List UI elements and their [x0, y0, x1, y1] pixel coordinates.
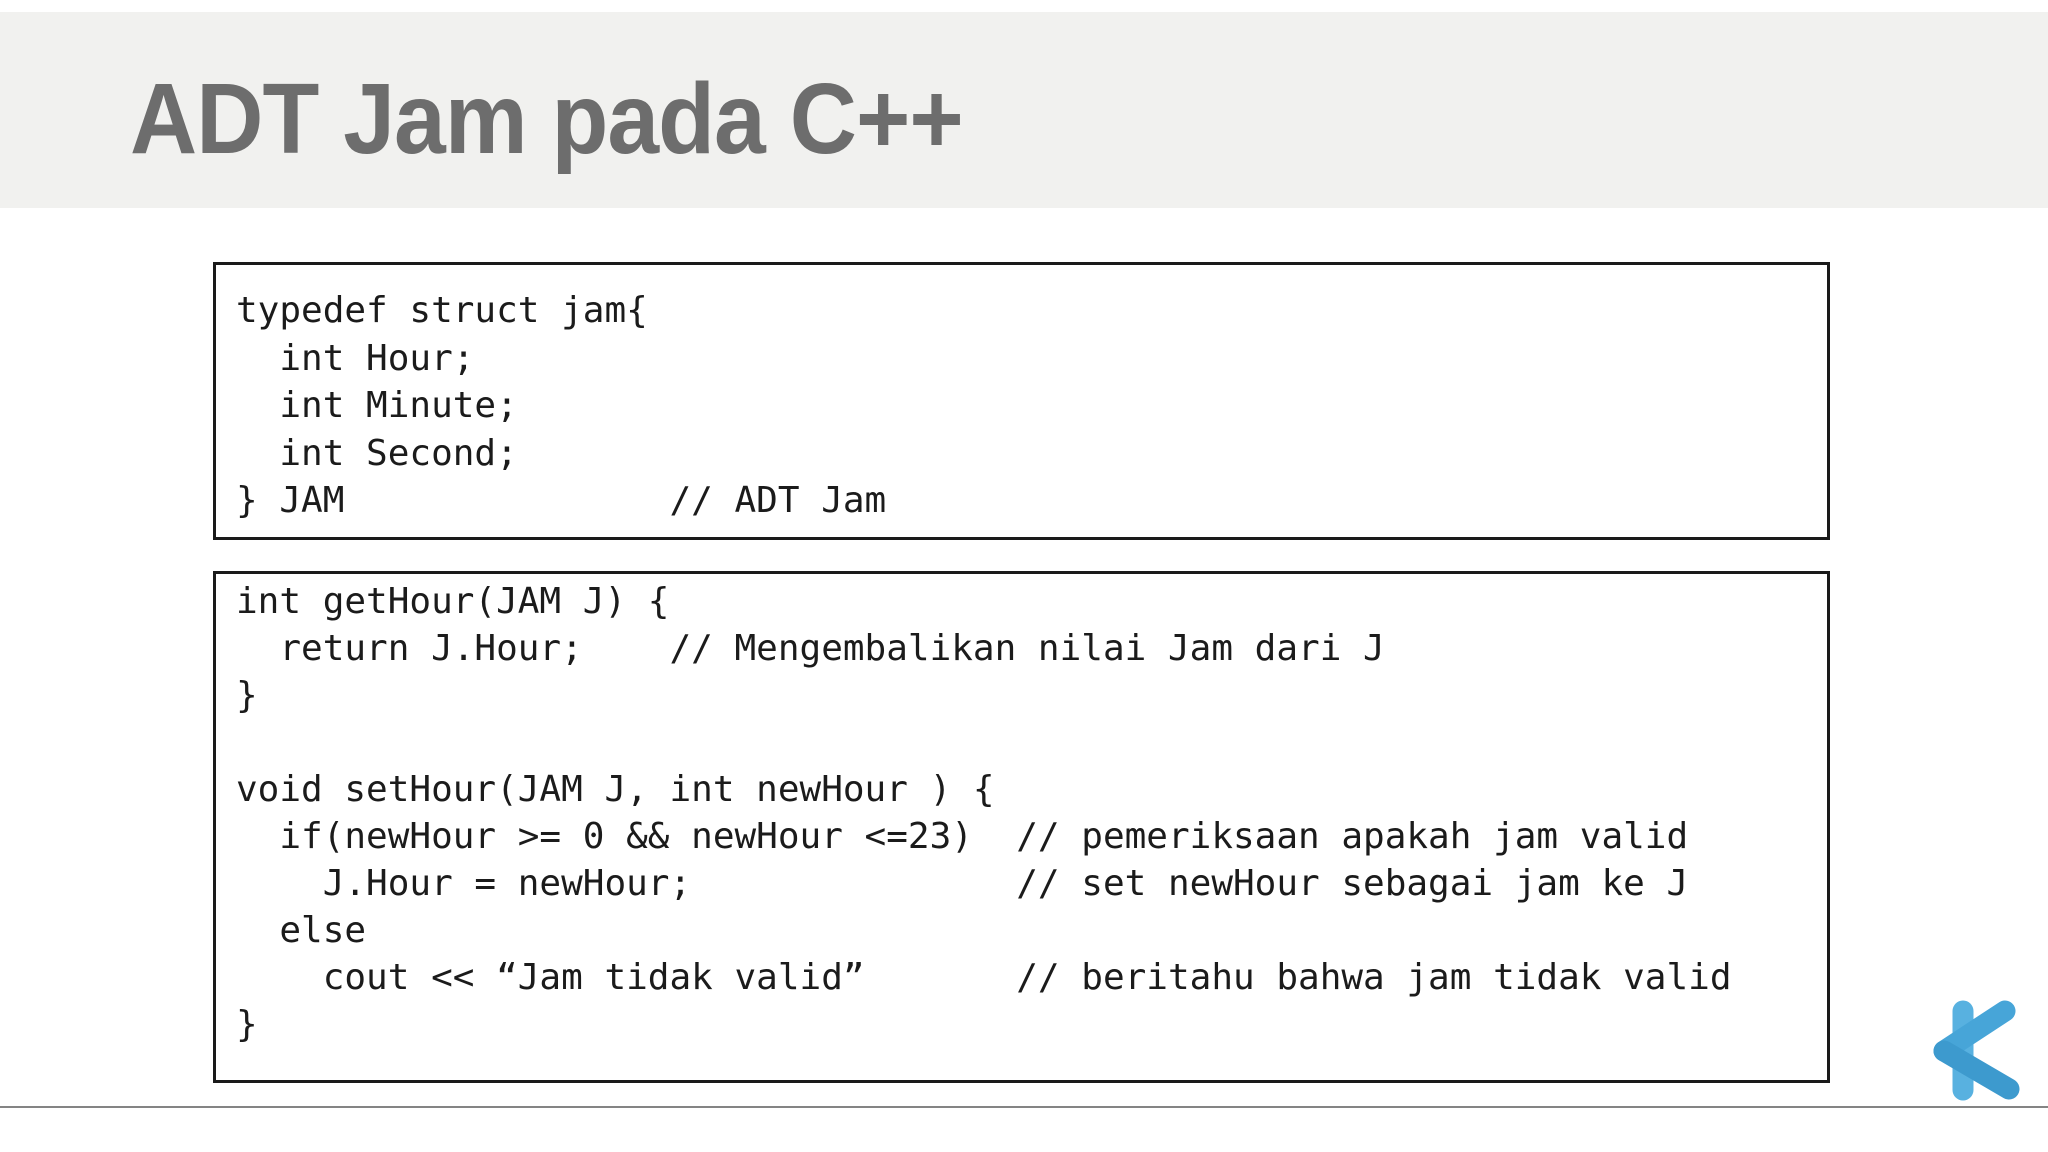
slide-title: ADT Jam pada C++: [130, 63, 964, 175]
code-struct-text: typedef struct jam{ int Hour; int Minute…: [236, 290, 887, 521]
code-functions-text: int getHour(JAM J) { return J.Hour; // M…: [236, 581, 1732, 1045]
slide-header: ADT Jam pada C++: [0, 12, 2048, 208]
code-box-struct: typedef struct jam{ int Hour; int Minute…: [213, 262, 1830, 540]
stylized-k-logo-icon: [1933, 1000, 2020, 1101]
logo-chevron-upper: [1933, 1000, 2016, 1062]
code-box-functions: int getHour(JAM J) { return J.Hour; // M…: [213, 571, 1830, 1083]
footer-divider: [0, 1106, 2048, 1108]
logo-chevron-lower: [1933, 1040, 2020, 1100]
